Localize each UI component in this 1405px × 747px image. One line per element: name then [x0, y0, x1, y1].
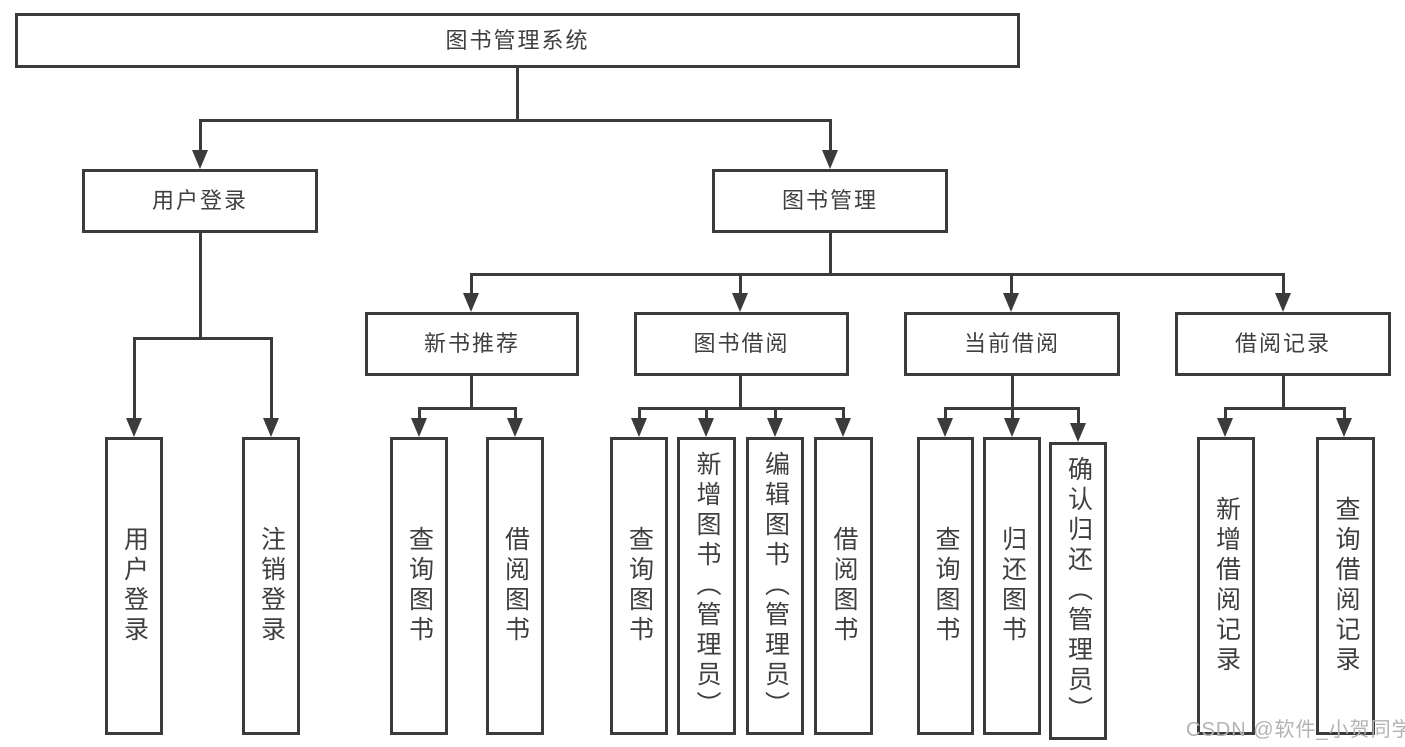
node-user-login: 用户登录 — [82, 169, 318, 233]
arrow-to-leaf-logout — [263, 418, 279, 437]
connector-drop-leaf-user-login — [133, 337, 136, 419]
arrow-to-br-add — [1217, 418, 1233, 437]
connector-drop-book-borrow — [739, 273, 742, 294]
connector-drop-bb-edit — [774, 407, 777, 419]
connector-book-mgmt-stem — [829, 231, 832, 273]
leaf-bb-borrow-books: 借阅图书 — [814, 437, 873, 735]
node-book-borrow: 图书借阅 — [634, 312, 849, 376]
leaf-nb-borrow-books: 借阅图书 — [486, 437, 544, 735]
leaf-cb-confirm-return-admin: 确认归还（管理员） — [1049, 442, 1107, 740]
arrow-to-bb-borrow — [835, 418, 851, 437]
leaf-nb-query-books: 查询图书 — [390, 437, 448, 735]
leaf-cb-return-books: 归还图书 — [983, 437, 1041, 735]
arrow-to-bb-edit — [767, 418, 783, 437]
connector-drop-nb-borrow — [514, 407, 517, 419]
node-borrow-records: 借阅记录 — [1175, 312, 1391, 376]
arrow-to-bb-query — [631, 418, 647, 437]
arrow-to-book-mgmt — [822, 150, 838, 169]
connector-new-book-rec-bar — [418, 407, 517, 410]
arrow-to-cb-return — [1004, 418, 1020, 437]
connector-drop-bb-query — [638, 407, 641, 419]
leaf-user-login: 用户登录 — [105, 437, 163, 735]
connector-drop-bb-add — [705, 407, 708, 419]
connector-drop-borrow-records — [1282, 273, 1285, 294]
node-root: 图书管理系统 — [15, 13, 1020, 68]
connector-new-book-rec-stem — [470, 374, 473, 407]
arrow-to-book-borrow — [732, 293, 748, 312]
connector-book-borrow-stem — [739, 374, 742, 407]
leaf-bb-query-books: 查询图书 — [610, 437, 668, 735]
arrow-to-new-book-rec — [463, 293, 479, 312]
connector-root-stem — [516, 66, 519, 119]
leaf-br-add-record: 新增借阅记录 — [1197, 437, 1255, 735]
connector-book-borrow-bar — [638, 407, 845, 410]
connector-drop-leaf-logout — [270, 337, 273, 419]
connector-drop-cb-confirm — [1077, 407, 1080, 424]
node-current-borrow: 当前借阅 — [904, 312, 1120, 376]
node-book-mgmt: 图书管理 — [712, 169, 948, 233]
connector-drop-nb-query — [418, 407, 421, 419]
connector-borrow-records-stem — [1282, 374, 1285, 407]
connector-user-login-stem — [199, 231, 202, 337]
connector-drop-current-borrow — [1010, 273, 1013, 294]
connector-user-login-bar — [133, 337, 273, 340]
arrow-to-nb-borrow — [507, 418, 523, 437]
arrow-to-current-borrow — [1003, 293, 1019, 312]
leaf-bb-add-books-admin: 新增图书（管理员） — [677, 437, 736, 735]
connector-drop-bb-borrow — [842, 407, 845, 419]
arrow-to-br-query — [1336, 418, 1352, 437]
arrow-to-leaf-user-login — [126, 418, 142, 437]
node-new-book-rec: 新书推荐 — [365, 312, 579, 376]
connector-current-borrow-stem — [1011, 374, 1014, 407]
connector-root-bar — [199, 119, 832, 122]
connector-drop-br-add — [1224, 407, 1227, 419]
arrow-to-cb-query — [937, 418, 953, 437]
connector-drop-cb-return — [1011, 407, 1014, 419]
connector-drop-cb-query — [944, 407, 947, 419]
connector-root-drop-user-login — [199, 119, 202, 152]
connector-root-drop-book-mgmt — [829, 119, 832, 152]
leaf-bb-edit-books-admin: 编辑图书（管理员） — [746, 437, 804, 735]
arrow-to-user-login — [192, 150, 208, 169]
arrow-to-cb-confirm — [1070, 423, 1086, 442]
leaf-cb-query-books: 查询图书 — [917, 437, 974, 735]
leaf-br-query-record: 查询借阅记录 — [1316, 437, 1375, 735]
arrow-to-borrow-records — [1275, 293, 1291, 312]
connector-drop-new-book-rec — [470, 273, 473, 294]
leaf-logout: 注销登录 — [242, 437, 300, 735]
connector-borrow-records-bar — [1224, 407, 1346, 410]
arrow-to-nb-query — [411, 418, 427, 437]
connector-book-mgmt-bar — [470, 273, 1285, 276]
connector-drop-br-query — [1343, 407, 1346, 419]
csdn-watermark: CSDN @软件_小贺同学 — [1186, 719, 1405, 741]
arrow-to-bb-add — [698, 418, 714, 437]
